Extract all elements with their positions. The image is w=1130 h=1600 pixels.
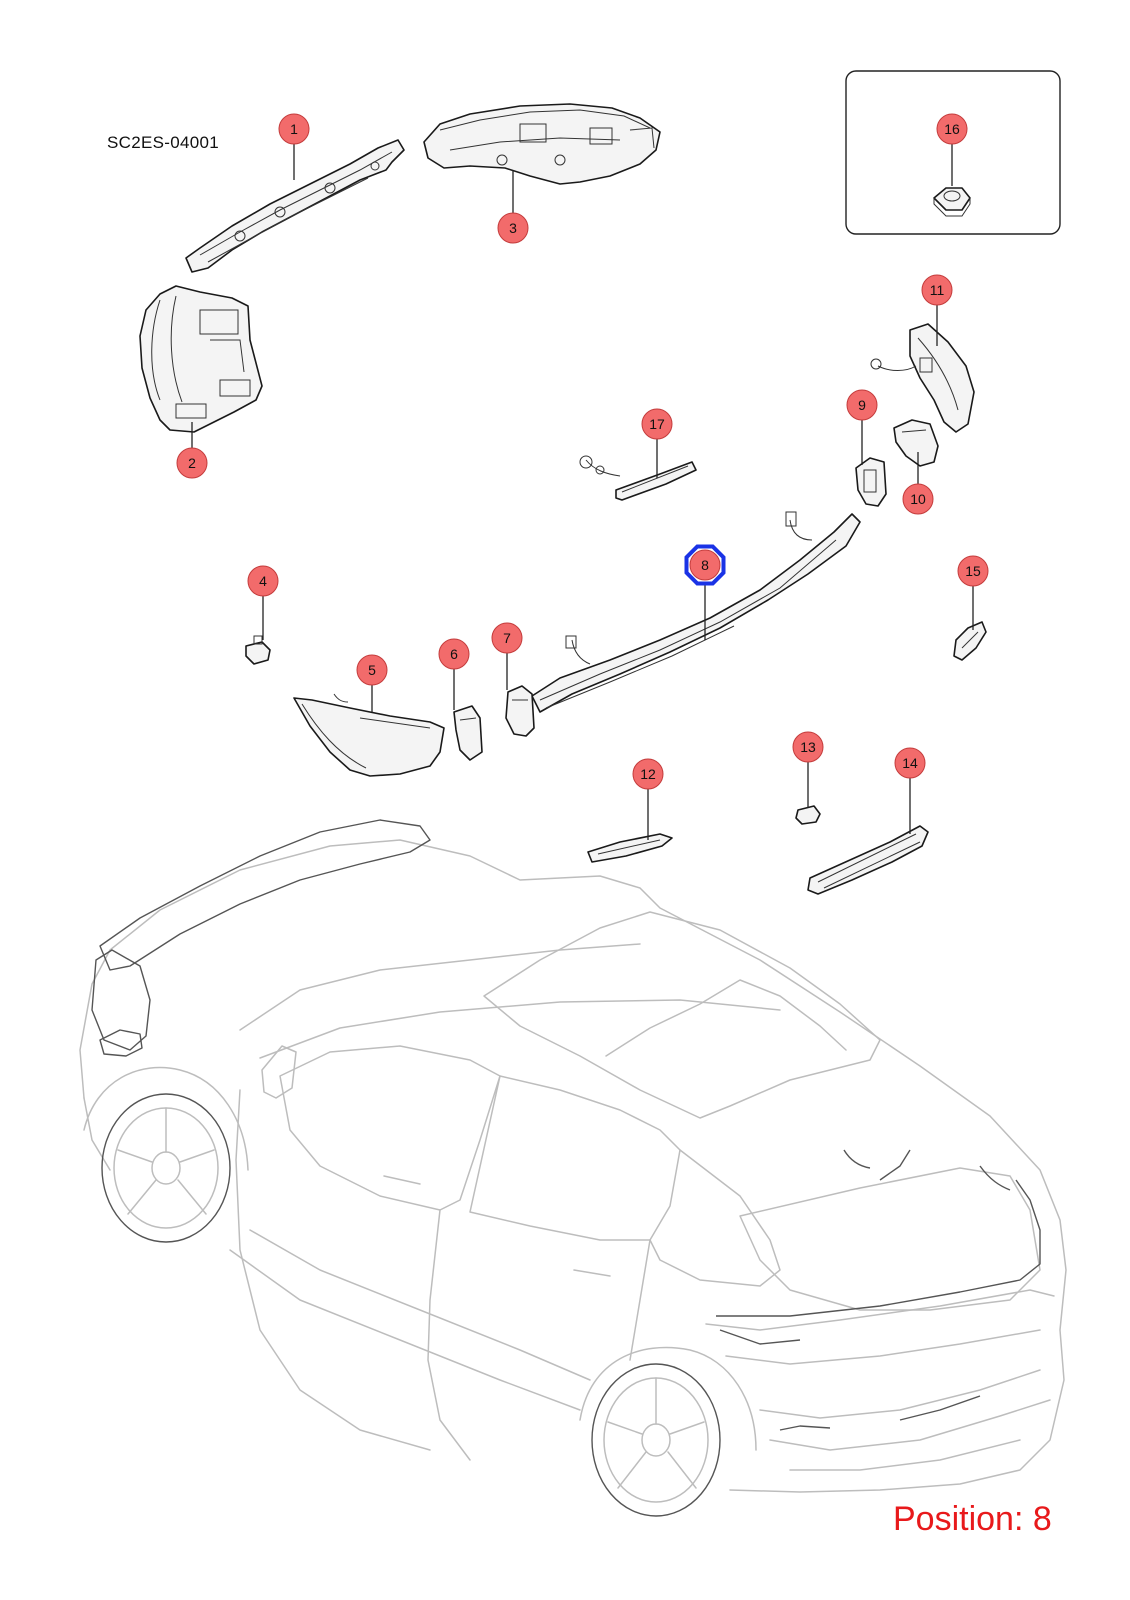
callout-label: 4 [259, 573, 267, 589]
part-10-trim-piece[interactable] [893, 419, 939, 467]
callout-10[interactable]: 10 [902, 483, 934, 515]
callout-label: 11 [930, 282, 945, 298]
callout-12[interactable]: 12 [632, 758, 664, 790]
callout-circle [632, 758, 664, 790]
diagram-code: SC2ES-04001 [107, 133, 219, 152]
callout-17[interactable]: 17 [641, 408, 673, 440]
callout-label: 8 [701, 557, 709, 573]
callout-2[interactable]: 2 [176, 447, 208, 479]
callout-5[interactable]: 5 [356, 654, 388, 686]
part-1-front-light-bar[interactable] [185, 139, 405, 273]
callout-circle [921, 274, 953, 306]
callout-label: 12 [640, 766, 656, 782]
callout-circle [247, 565, 279, 597]
callout-label: 5 [368, 662, 376, 678]
part-6-bracket[interactable] [453, 705, 483, 761]
callout-label: 7 [503, 630, 511, 646]
callout-circle [176, 447, 208, 479]
part-2-side-lamp-module[interactable] [139, 285, 263, 433]
callout-label: 3 [509, 220, 517, 236]
callout-circle [438, 638, 470, 670]
callout-label: 2 [188, 455, 196, 471]
callout-3[interactable]: 3 [497, 212, 529, 244]
leader-lines [191, 144, 974, 840]
part-5-rear-lamp-left[interactable] [293, 693, 445, 777]
part-14-reverse-lamp[interactable] [807, 825, 929, 895]
callout-circle [846, 389, 878, 421]
part-8-rear-light-bar[interactable] [531, 511, 861, 713]
part-4-clip[interactable] [245, 635, 271, 665]
callout-label: 9 [858, 397, 866, 413]
callout-9[interactable]: 9 [846, 389, 878, 421]
callout-circle [641, 408, 673, 440]
callout-6[interactable]: 6 [438, 638, 470, 670]
callout-11[interactable]: 11 [921, 274, 953, 306]
callout-circle [936, 113, 968, 145]
callout-circle [689, 549, 721, 581]
position-label: Position: 8 [893, 1500, 1052, 1538]
callout-circle [356, 654, 388, 686]
callout-13[interactable]: 13 [792, 731, 824, 763]
callout-circle [894, 747, 926, 779]
callout-14[interactable]: 14 [894, 747, 926, 779]
callout-label: 17 [649, 416, 665, 432]
callout-7[interactable]: 7 [491, 622, 523, 654]
inset-frame [845, 70, 1061, 235]
callout-8[interactable]: 8 [684, 544, 726, 586]
callout-15[interactable]: 15 [957, 555, 989, 587]
callout-label: 16 [944, 121, 960, 137]
vehicle-outline [79, 819, 1067, 1517]
callout-label: 15 [965, 563, 981, 579]
part-12-license-lamp-strip[interactable] [587, 833, 673, 863]
part-11-rear-lamp-right[interactable] [870, 323, 975, 433]
callout-1[interactable]: 1 [278, 113, 310, 145]
callout-label: 1 [290, 121, 298, 137]
callout-circle [278, 113, 310, 145]
part-13-clip[interactable] [795, 805, 821, 825]
callout-circle [491, 622, 523, 654]
callout-label: 14 [902, 755, 918, 771]
callout-4[interactable]: 4 [247, 565, 279, 597]
selected-highlight [684, 544, 726, 586]
callout-label: 13 [800, 739, 816, 755]
part-16-flange-nut[interactable] [933, 187, 971, 217]
callout-circle [957, 555, 989, 587]
part-15-side-marker[interactable] [953, 621, 987, 661]
callout-circle [497, 212, 529, 244]
callout-label: 6 [450, 646, 458, 662]
part-17-high-mount-lamp[interactable] [579, 455, 697, 501]
part-3-headlamp-assembly[interactable] [423, 103, 661, 185]
callout-16[interactable]: 16 [936, 113, 968, 145]
callout-circle [792, 731, 824, 763]
callout-circle [902, 483, 934, 515]
part-9-lamp-bracket[interactable] [855, 457, 887, 507]
part-7-bracket[interactable] [505, 685, 535, 737]
callout-label: 10 [910, 491, 926, 507]
